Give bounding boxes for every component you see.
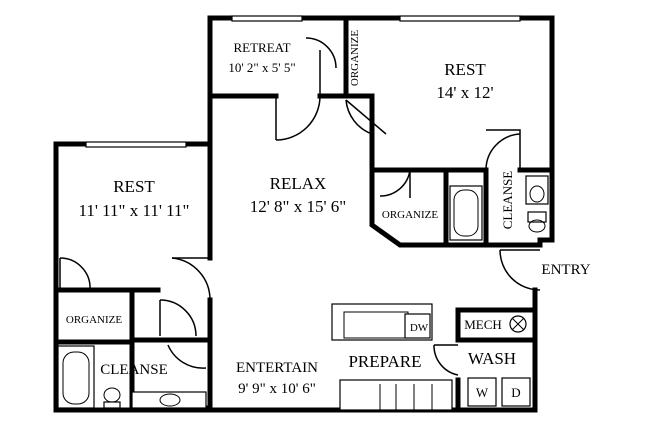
mech-label: MECH [464,317,502,332]
dw-label: DW [410,322,429,334]
rest-right-name: REST [444,60,486,79]
rest-left-name: REST [113,177,155,196]
rest-right-dim: 14' x 12' [436,83,493,102]
relax-name: RELAX [270,174,327,193]
windows [85,15,521,148]
entry-label: ENTRY [541,262,590,278]
labels: RETREAT 10' 2" x 5' 5" ORGANIZE REST 14'… [66,30,591,400]
wash-label: WASH [468,349,516,368]
cleanse-left-label: CLEANSE [100,362,168,378]
dryer-label: D [511,385,520,400]
interior-walls [53,15,555,413]
relax-dim: 12' 8" x 15' 6" [250,197,347,216]
organize-left-label: ORGANIZE [66,314,122,326]
fixtures [57,175,549,411]
cleanse-right-label: CLEANSE [500,171,515,230]
prepare-label: PREPARE [348,352,421,371]
retreat-dim: 10' 2" x 5' 5" [228,60,295,75]
entertain-name: ENTERTAIN [236,360,318,376]
organize-right-label: ORGANIZE [382,209,438,221]
doors [59,37,541,376]
retreat-name: RETREAT [233,40,290,55]
washer-label: W [476,385,489,400]
organize-top-label: ORGANIZE [349,30,361,86]
rest-left-dim: 11' 11" x 11' 11" [79,201,190,220]
entertain-dim: 9' 9" x 10' 6" [238,381,316,397]
